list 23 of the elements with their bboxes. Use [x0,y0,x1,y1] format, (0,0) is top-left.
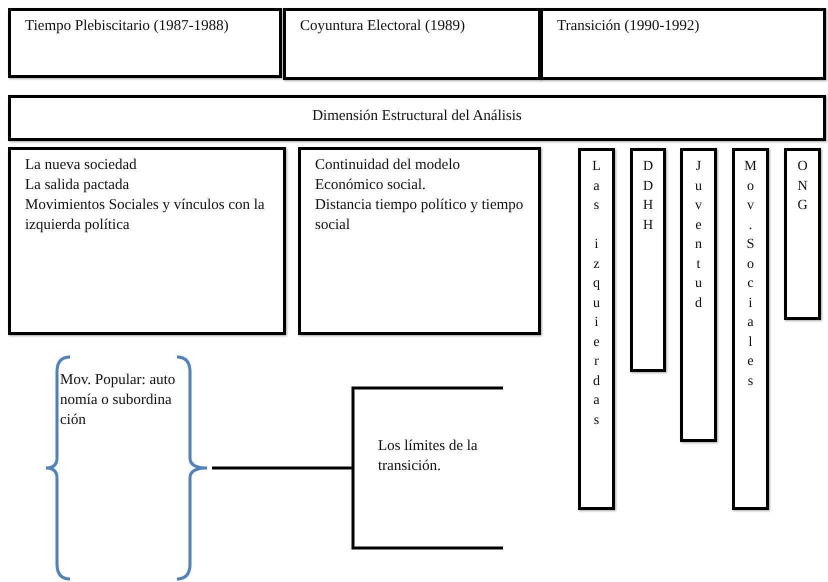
text-box [540,8,826,80]
text-box [283,8,541,80]
box-text: La nueva sociedad [25,156,138,175]
vertical-text-box: Las izquierdas [578,148,615,510]
connector-line [212,466,352,470]
box-text: Coyuntura Electoral (1989) [300,17,466,36]
bracket-text: Los límites de la transición. [378,437,479,476]
box-text: La salida pactada [25,176,130,195]
box-text: Tiempo Plebiscitario (1987-1988) [25,17,230,36]
text-box [8,147,286,335]
brace-text: Mov. Popular: autonomía o subordinación [60,371,176,430]
text-box [8,95,826,141]
box-text: Continuidad del modelo Económico social. [315,156,461,195]
text-box [298,147,541,335]
text-box [8,8,282,78]
vertical-text-box: Juventud [680,148,717,442]
box-text: Movimientos Sociales y vínculos con la izquierda política [25,196,266,235]
vertical-text-box: DDHH [630,148,666,372]
vertical-text-box: ONG [784,148,821,320]
box-text: Dimensión Estructural del Análisis [311,107,523,126]
vertical-text-box: Mov.Sociales [732,148,769,510]
box-text: Distancia tiempo político y tiempo social [315,196,524,235]
box-text: Transición (1990-1992) [557,17,700,36]
